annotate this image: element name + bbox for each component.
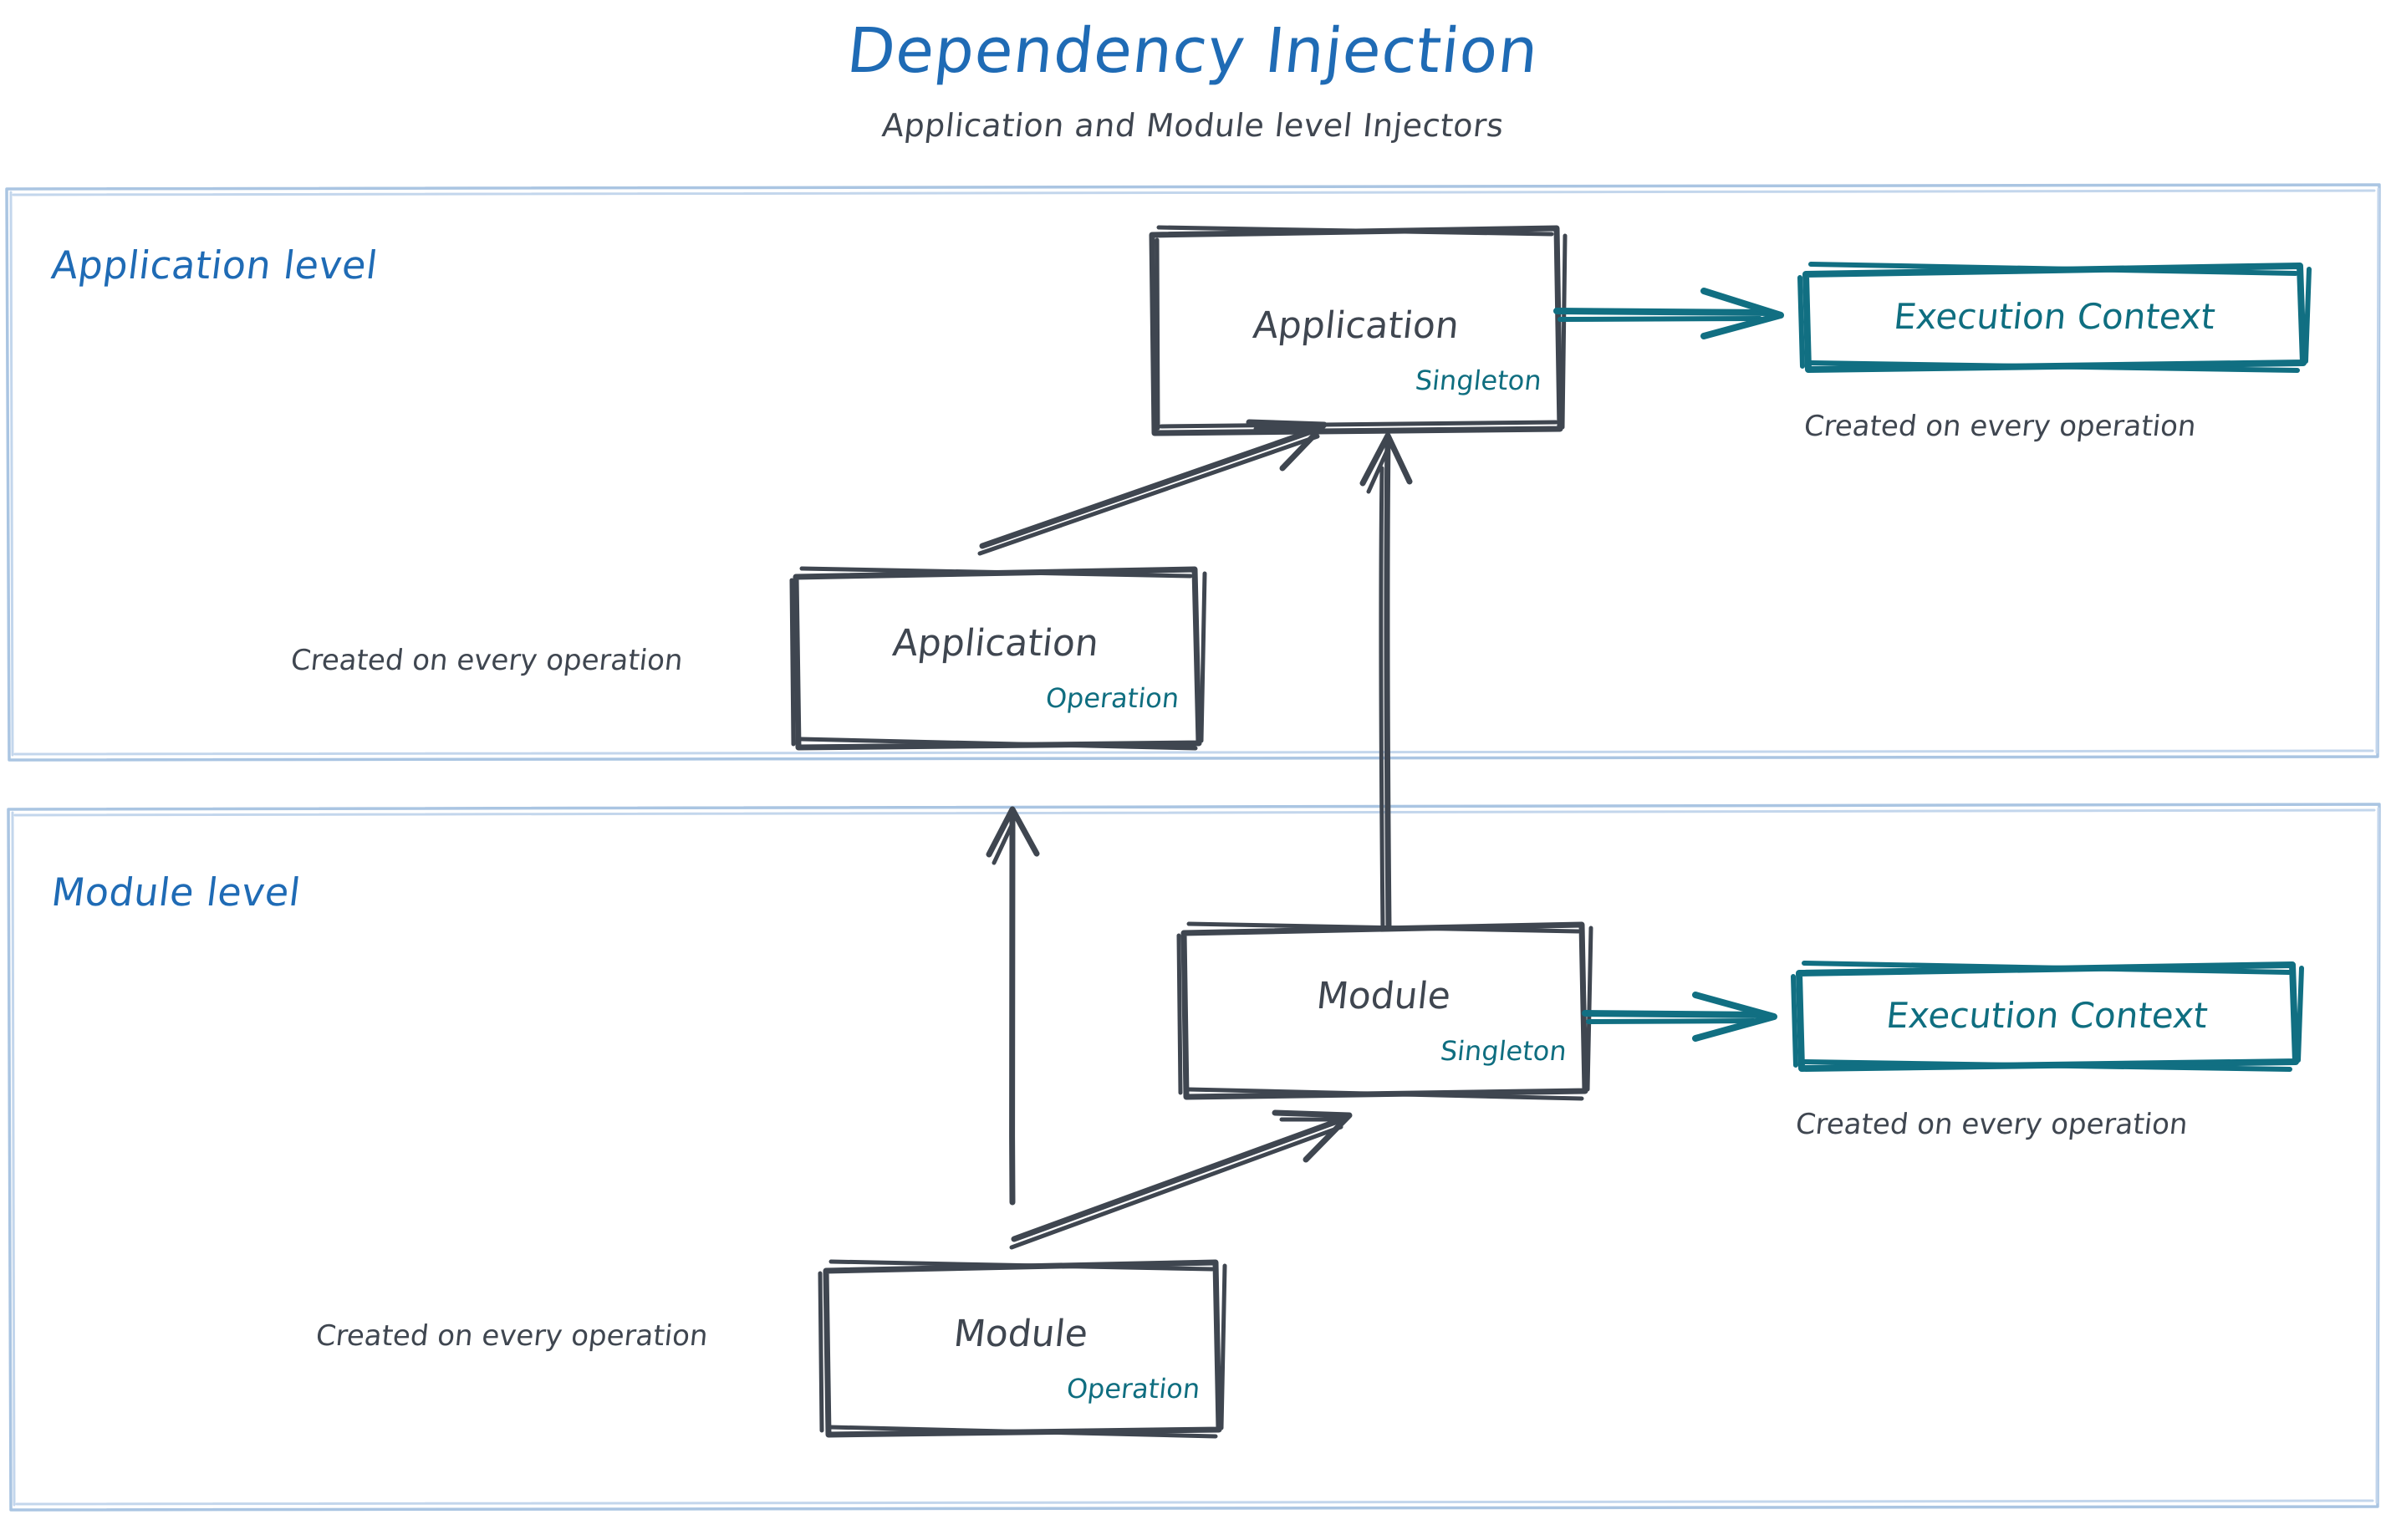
arrow-application-singleton-to-execution-context [1553,288,1784,339]
arrow-module-singleton-to-application-singleton [1359,432,1413,932]
node-application-operation-title: Application [890,622,1101,665]
node-module-operation-title: Module [951,1313,1090,1355]
node-application-singleton[interactable] [1149,225,1568,436]
lane-module-level [7,803,2381,1512]
node-module-operation-labels[interactable]: Module Operation [823,1266,1218,1435]
node-module-singleton-labels[interactable]: Module Singleton [1182,928,1585,1095]
caption-application-operation: Created on every operation [288,644,685,677]
arrow-module-operation-to-application-operation [986,806,1040,1206]
execution-context-module-labels[interactable]: Execution Context [1797,968,2297,1068]
execution-context-module-caption: Created on every operation [1793,1108,2190,1141]
node-module-operation[interactable] [818,1259,1227,1439]
node-module-singleton-title: Module [1314,975,1453,1017]
page-subtitle: Application and Module level Injectors [880,107,1506,144]
node-application-operation-scope: Operation [1043,682,1180,714]
execution-context-application-caption: Created on every operation [1802,410,2198,443]
node-application-operation-labels[interactable]: Application Operation [794,572,1197,747]
page-title: Dependency Injection [844,15,1542,87]
node-application-operation[interactable] [789,566,1207,751]
lane-application-level [5,183,2381,762]
lane-label-application-level: Application level [48,242,380,288]
caption-module-operation: Created on every operation [314,1319,710,1353]
arrow-module-operation-to-module-singleton [1009,1109,1353,1250]
node-application-singleton-scope: Singleton [1414,365,1543,396]
node-module-operation-scope: Operation [1064,1373,1201,1405]
context-box-execution-context-module[interactable] [1791,961,2304,1072]
execution-context-module-title: Execution Context [1884,995,2210,1036]
node-module-singleton-scope: Singleton [1439,1035,1568,1067]
node-module-singleton[interactable] [1176,921,1593,1101]
lane-label-module-level: Module level [48,869,303,915]
arrow-module-singleton-to-execution-context [1582,992,1777,1042]
arrow-application-operation-to-application-singleton [977,419,1328,556]
context-box-execution-context-application[interactable] [1797,262,2312,373]
node-application-singleton-labels[interactable]: Application Singleton [1152,231,1560,433]
execution-context-application-labels[interactable]: Execution Context [1805,269,2304,370]
node-application-singleton-title: Application [1251,304,1461,347]
execution-context-application-title: Execution Context [1891,296,2218,337]
